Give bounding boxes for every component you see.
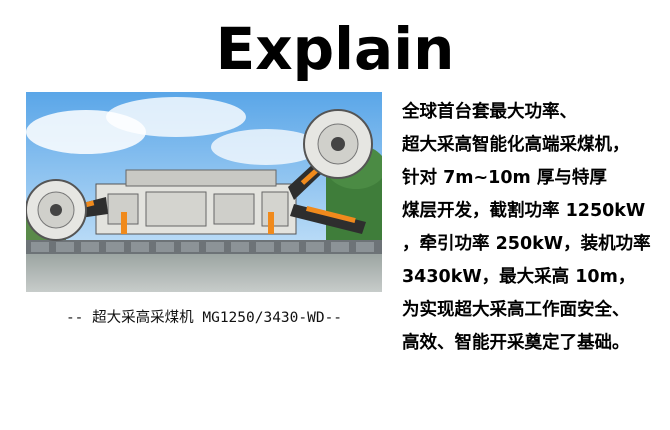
description-text: 全球首台套最大功率、 超大采高智能化高端采煤机， 针对 7m~10m 厚与特厚 … xyxy=(402,96,666,360)
description-line: 针对 7m~10m 厚与特厚 xyxy=(402,168,607,188)
description-line: 超大采高智能化高端采煤机， xyxy=(402,135,630,155)
description-line: 高效、智能开采奠定了基础。 xyxy=(402,333,630,353)
description-line: 煤层开发，截割功率 1250kW xyxy=(402,201,646,221)
page-title: Explain xyxy=(215,15,455,83)
photo-caption: -- 超大采高采煤机 MG1250/3430-WD-- xyxy=(65,310,343,326)
description-line: ，牵引功率 250kW，装机功率 xyxy=(402,234,651,254)
description-line: 3430kW，最大采高 10m， xyxy=(402,267,636,287)
description-line: 为实现超大采高工作面安全、 xyxy=(402,300,630,320)
description-line: 全球首台套最大功率、 xyxy=(402,102,577,122)
shearer-photo xyxy=(26,92,382,292)
